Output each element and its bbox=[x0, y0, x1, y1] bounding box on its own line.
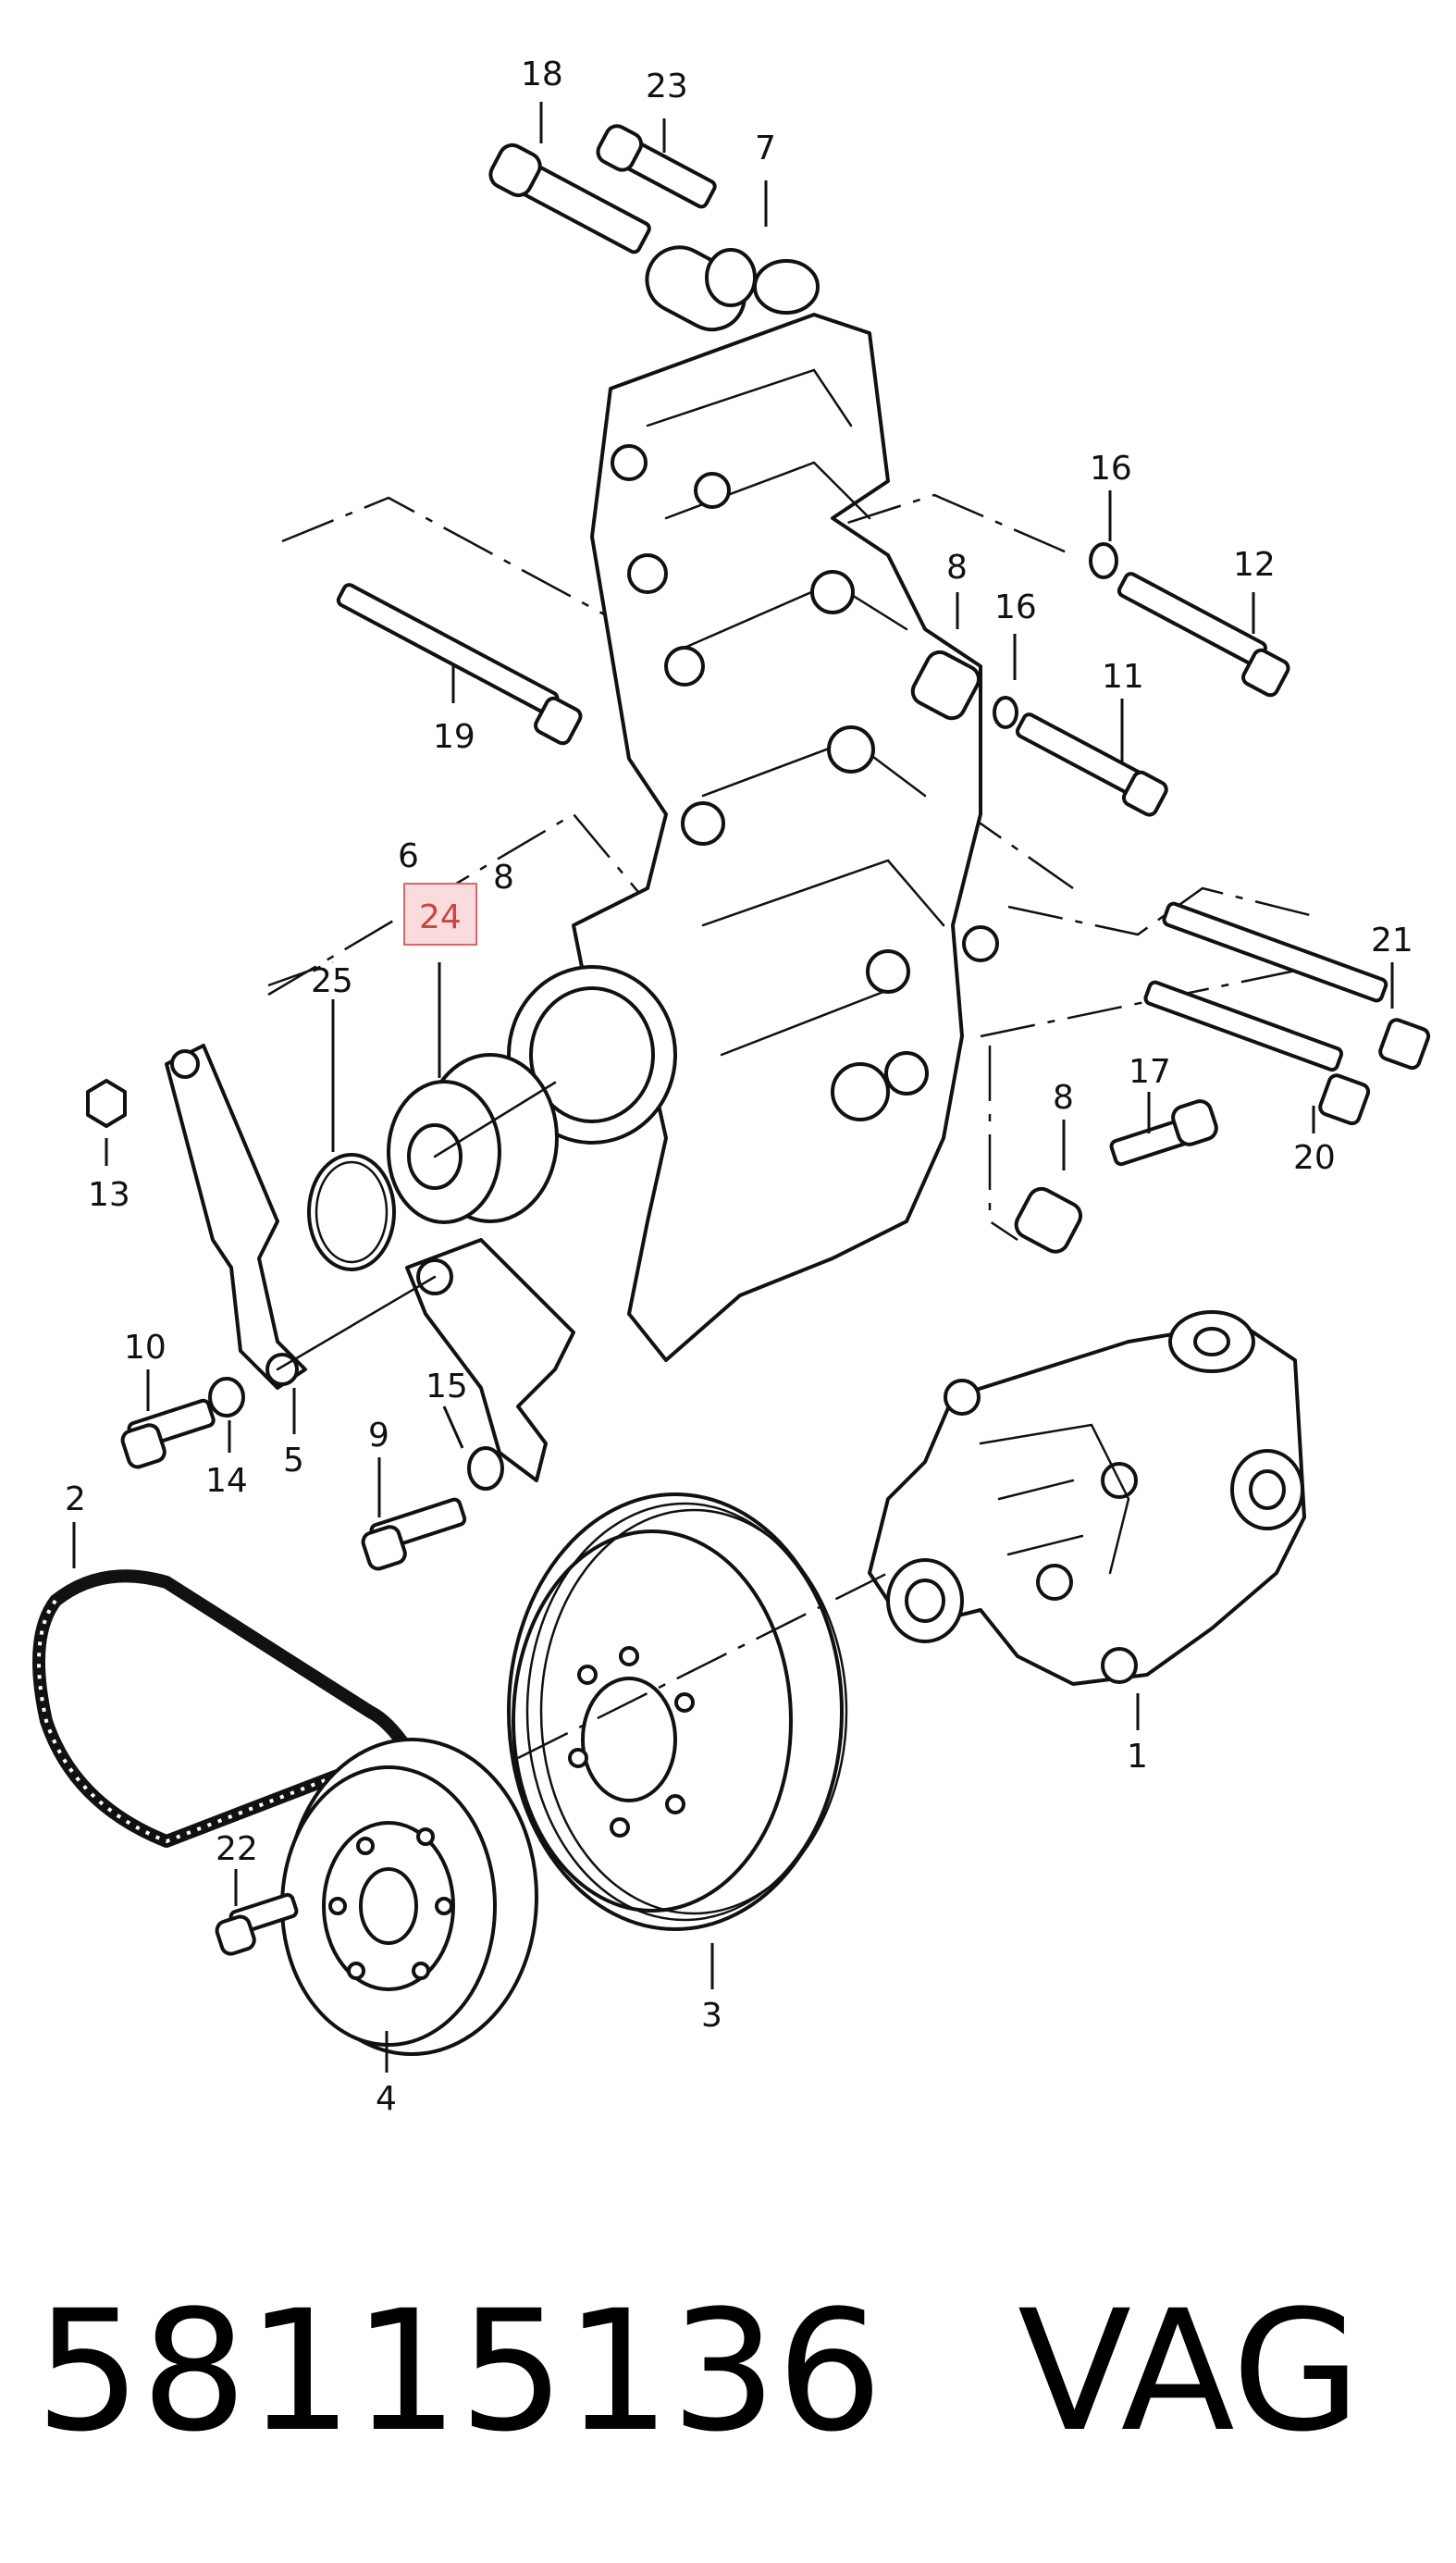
callout-19: 19 bbox=[433, 718, 475, 756]
nut-13 bbox=[86, 1079, 127, 1128]
leader-lines bbox=[72, 102, 1394, 2073]
callout-9: 9 bbox=[368, 1417, 389, 1455]
callout-21: 21 bbox=[1371, 922, 1413, 960]
bearing-24 bbox=[387, 1053, 559, 1224]
bolt-18 bbox=[488, 142, 651, 254]
callout-labels: 18 23 7 16 12 8 16 11 19 6 8 24 25 21 13… bbox=[65, 56, 1413, 2118]
callout-1: 1 bbox=[1127, 1738, 1148, 1776]
belt-2 bbox=[32, 1569, 413, 1848]
callout-25: 25 bbox=[311, 962, 353, 1000]
washer-15 bbox=[467, 1446, 504, 1491]
callout-16: 16 bbox=[994, 588, 1037, 626]
callout-16: 16 bbox=[1090, 450, 1132, 488]
callout-12: 12 bbox=[1233, 546, 1276, 584]
arm-bracket bbox=[276, 1238, 575, 1482]
bushing-8-bottom bbox=[1014, 1186, 1083, 1254]
callout-11: 11 bbox=[1102, 658, 1144, 696]
bolt-22 bbox=[215, 1892, 299, 1956]
callout-3: 3 bbox=[701, 1997, 722, 2035]
highlight-box-24 bbox=[403, 883, 477, 946]
bushing-7 bbox=[645, 245, 820, 332]
callout-13: 13 bbox=[88, 1176, 130, 1214]
bolt-20 bbox=[1143, 980, 1371, 1126]
callout-23: 23 bbox=[646, 68, 688, 105]
part-number-caption: 58115136 bbox=[35, 2275, 882, 2469]
callout-4: 4 bbox=[376, 2080, 397, 2118]
bolt-17 bbox=[1109, 1099, 1218, 1167]
bolt-10 bbox=[120, 1398, 216, 1469]
bolt-11 bbox=[993, 696, 1168, 817]
bolt-21 bbox=[1162, 901, 1431, 1071]
callout-17: 17 bbox=[1129, 1053, 1171, 1091]
main-bracket bbox=[507, 313, 999, 1362]
callout-5: 5 bbox=[283, 1442, 304, 1480]
bolt-12 bbox=[1089, 542, 1290, 698]
callout-20: 20 bbox=[1293, 1139, 1336, 1177]
washer-14 bbox=[208, 1377, 245, 1418]
callout-22: 22 bbox=[216, 1830, 258, 1868]
callout-10: 10 bbox=[124, 1329, 167, 1367]
strap-5 bbox=[165, 1044, 307, 1390]
bushing-8-top bbox=[910, 650, 981, 721]
brand-caption: VAG bbox=[1018, 2275, 1361, 2469]
callout-8: 8 bbox=[493, 859, 514, 897]
bolt-9 bbox=[361, 1497, 467, 1571]
callout-8: 8 bbox=[946, 549, 968, 587]
callout-14: 14 bbox=[205, 1462, 248, 1500]
callout-2: 2 bbox=[65, 1480, 86, 1518]
pulley-3 bbox=[507, 1492, 889, 1931]
callout-24: 24 bbox=[419, 898, 462, 936]
pulley-4 bbox=[280, 1738, 538, 2056]
bolt-19 bbox=[336, 583, 583, 746]
steering-pump-1 bbox=[868, 1310, 1306, 1686]
callout-6: 6 bbox=[398, 837, 419, 875]
circlip-25 bbox=[307, 1153, 396, 1271]
callout-18: 18 bbox=[521, 56, 563, 93]
callout-7: 7 bbox=[755, 130, 776, 167]
callout-8: 8 bbox=[1053, 1079, 1074, 1117]
callout-15: 15 bbox=[426, 1368, 468, 1405]
bolt-23 bbox=[596, 124, 717, 209]
